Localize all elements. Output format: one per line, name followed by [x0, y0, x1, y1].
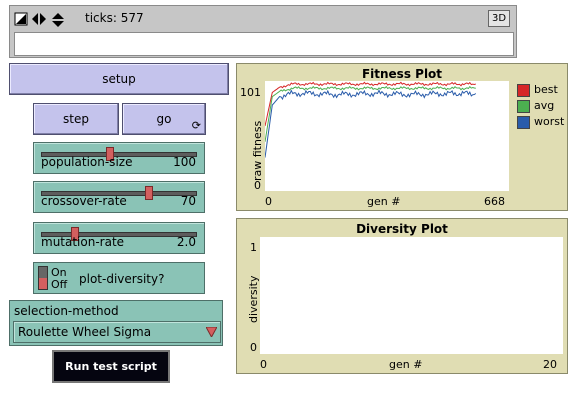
setup-label: setup — [102, 72, 136, 86]
diversity-plot-title: Diversity Plot — [356, 222, 448, 236]
forever-icon: ⟳ — [191, 119, 201, 132]
series-line-worst — [264, 89, 477, 158]
fitness-y-axis-label: raw fitness — [251, 120, 264, 181]
chooser-selected-value: Roulette Wheel Sigma — [18, 325, 152, 339]
go-label: go — [156, 112, 172, 126]
step-label: step — [63, 112, 89, 126]
diversity-y-axis-label: diversity — [247, 275, 260, 323]
fitness-plot-area — [264, 81, 509, 191]
diversity-plot: Diversity Plot diversity 1 0 0 gen # 20 — [236, 218, 568, 374]
toggle-switch[interactable] — [38, 266, 48, 290]
fitness-x-axis-label: gen # — [367, 195, 401, 208]
legend-swatch — [517, 83, 530, 97]
switch-off-label: Off — [51, 278, 68, 291]
diversity-x-min: 0 — [260, 358, 267, 371]
slider-thumb[interactable] — [106, 147, 115, 161]
population-size-slider[interactable]: population-size 100 — [33, 142, 205, 174]
series-line-best — [264, 81, 476, 127]
slider-name: population-size — [41, 155, 133, 169]
up-down-arrows-icon[interactable] — [51, 12, 65, 28]
slider-thumb[interactable] — [144, 186, 153, 200]
switch-on-label: On — [51, 266, 67, 279]
slider-track[interactable] — [41, 152, 197, 157]
switch-name: plot-diversity? — [79, 272, 165, 286]
toggle-knob[interactable] — [39, 278, 47, 289]
view-control-strip: ticks: 577 3D — [10, 6, 516, 30]
diversity-x-axis-label: gen # — [389, 358, 423, 371]
fitness-x-max: 668 — [484, 195, 505, 208]
slider-value: 70 — [180, 194, 196, 208]
run-test-script-button[interactable]: Run test script — [52, 350, 170, 383]
slider-thumb[interactable] — [70, 227, 79, 241]
legend-best: best — [517, 83, 558, 97]
plot-diversity-switch[interactable]: On Off plot-diversity? — [33, 262, 205, 294]
legend-label: worst — [534, 115, 565, 128]
ticks-counter: ticks: 577 — [85, 11, 144, 25]
diversity-x-max: 20 — [543, 358, 557, 371]
fitness-x-min: 0 — [265, 195, 272, 208]
slider-name: mutation-rate — [41, 235, 125, 249]
legend-swatch — [517, 115, 530, 129]
slider-value: 2.0 — [176, 235, 196, 249]
legend-label: avg — [534, 99, 555, 112]
slider-track[interactable] — [41, 191, 197, 196]
dropdown-arrow-icon[interactable] — [206, 327, 217, 337]
step-button[interactable]: step — [33, 103, 119, 135]
fitness-y-max: 101 — [240, 86, 261, 99]
speed-arrows-icon[interactable] — [31, 12, 47, 26]
mutation-rate-slider[interactable]: mutation-rate 2.0 — [33, 222, 205, 254]
crossover-rate-slider[interactable]: crossover-rate 70 — [33, 181, 205, 213]
command-field[interactable] — [14, 32, 514, 56]
chooser-name: selection-method — [14, 304, 119, 318]
slider-name: crossover-rate — [41, 194, 127, 208]
zoom-icon[interactable] — [14, 12, 28, 26]
selection-method-chooser[interactable]: selection-method Roulette Wheel Sigma — [9, 300, 223, 346]
diversity-plot-area — [260, 237, 563, 354]
chooser-dropdown[interactable]: Roulette Wheel Sigma — [13, 321, 221, 343]
3d-view-button[interactable]: 3D — [488, 10, 510, 27]
legend-swatch — [517, 99, 530, 113]
legend-avg: avg — [517, 99, 554, 113]
slider-value: 100 — [173, 155, 196, 169]
series-line-avg — [264, 85, 476, 142]
fitness-plot: Fitness Plot raw fitness 101 0 0 gen # 6… — [236, 63, 568, 211]
slider-track[interactable] — [41, 232, 197, 237]
legend-worst: worst — [517, 115, 564, 129]
fitness-plot-title: Fitness Plot — [361, 67, 443, 81]
go-button[interactable]: go ⟳ — [122, 103, 206, 135]
diversity-y-max: 1 — [250, 241, 257, 254]
diversity-y-min: 0 — [250, 341, 257, 354]
view-control-bar: ticks: 577 3D — [9, 5, 517, 58]
fitness-chart-svg — [264, 81, 477, 158]
fitness-y-min: 0 — [254, 179, 261, 192]
setup-button[interactable]: setup — [9, 63, 229, 95]
legend-label: best — [534, 83, 558, 96]
